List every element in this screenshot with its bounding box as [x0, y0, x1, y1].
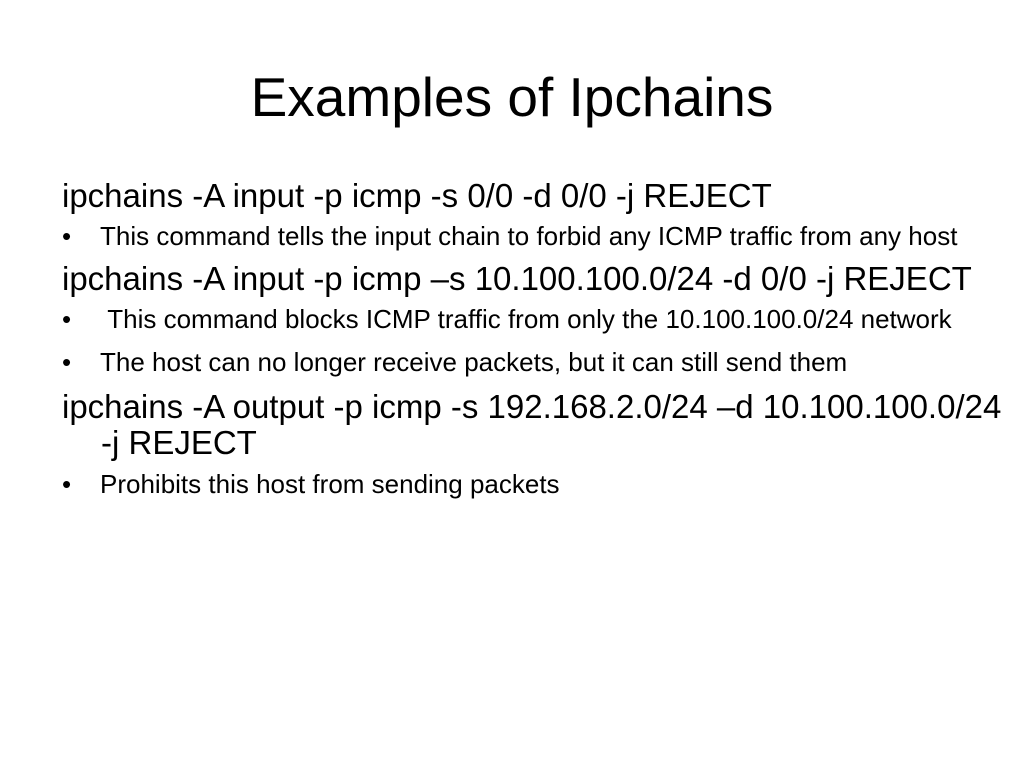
bullet-dot-icon: • — [62, 221, 72, 251]
bullet-item-3: • The host can no longer receive packets… — [62, 344, 1017, 380]
bullet-item-1: • This command tells the input chain to … — [62, 221, 1017, 252]
command-line-2: ipchains -A input -p icmp –s 10.100.100.… — [62, 260, 972, 297]
bullet-text: This command blocks ICMP traffic from on… — [100, 304, 952, 334]
slide-title: Examples of Ipchains — [250, 66, 774, 128]
bullet-dot-icon: • — [62, 469, 72, 499]
command-line-1: ipchains -A input -p icmp -s 0/0 -d 0/0 … — [62, 177, 772, 214]
bullet-dot-icon: • — [62, 304, 72, 334]
bullet-item-4: • Prohibits this host from sending packe… — [62, 468, 1017, 500]
bullet-text: Prohibits this host from sending packets — [100, 469, 560, 499]
bullet-text: This command tells the input chain to fo… — [100, 221, 958, 251]
command-line-3: ipchains -A output -p icmp -s 192.168.2.… — [62, 388, 1002, 461]
bullet-dot-icon: • — [62, 347, 72, 377]
slide-body: ipchains -A input -p icmp -s 0/0 -d 0/0 … — [62, 178, 1017, 509]
bullet-text: The host can no longer receive packets, … — [100, 347, 848, 377]
bullet-item-2: • This command blocks ICMP traffic from … — [62, 304, 1017, 335]
